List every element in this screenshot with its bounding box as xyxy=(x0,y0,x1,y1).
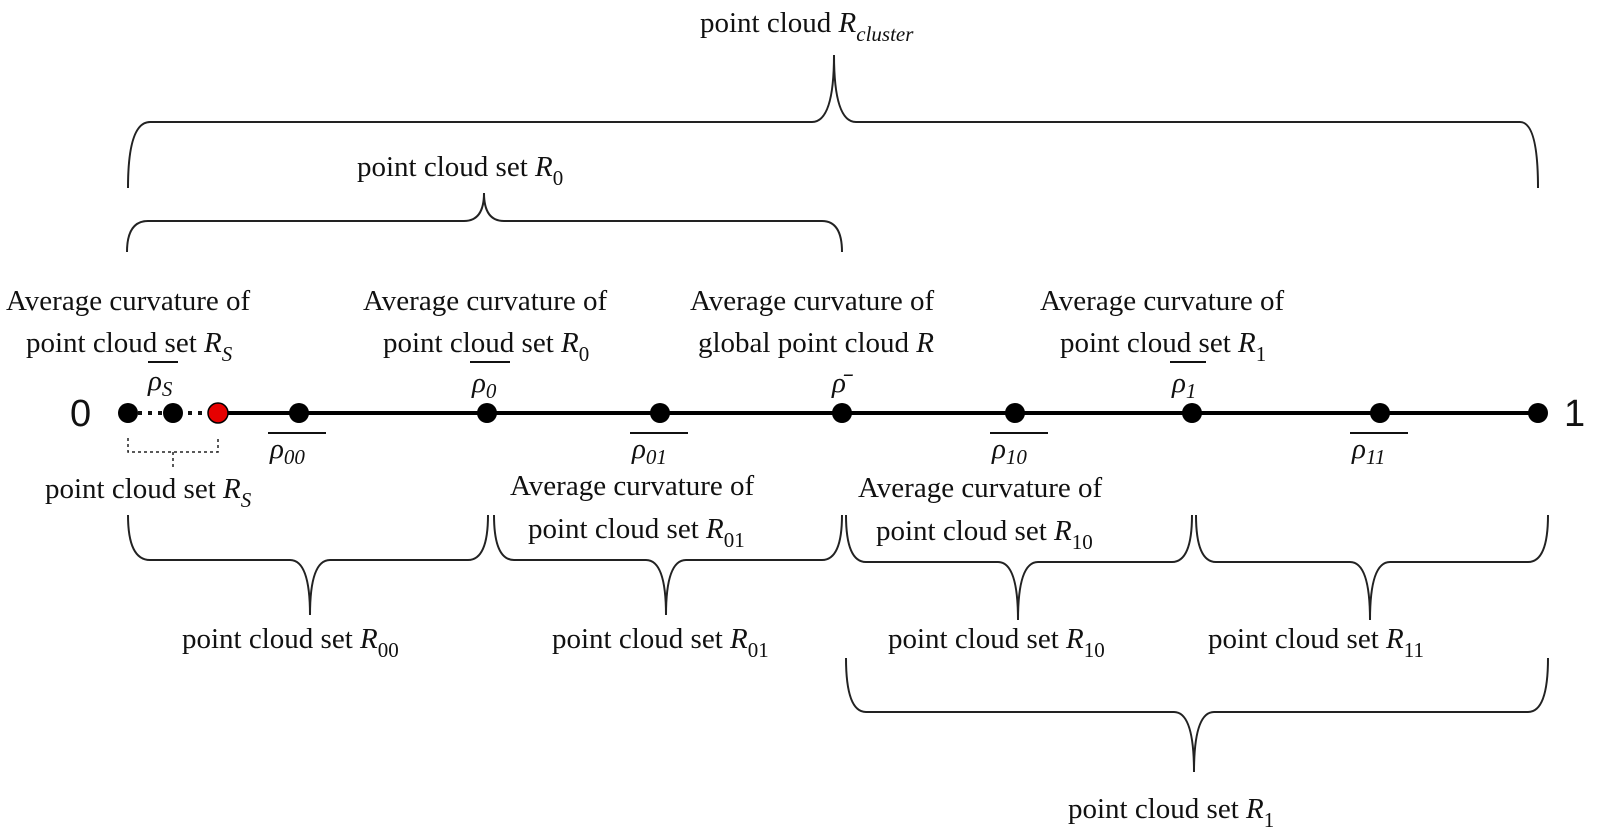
point-rho-11 xyxy=(1370,403,1390,423)
svg-text:ρ1: ρ1 xyxy=(1171,367,1196,403)
brace-cluster xyxy=(127,54,1539,189)
symbol-rho-11: ρ11 xyxy=(1350,432,1408,469)
point-rho-s xyxy=(163,403,183,423)
svg-text:ρ̄: ρ̄ xyxy=(831,367,854,399)
svg-text:ρS: ρS xyxy=(147,365,173,401)
brace-rs-label: point cloud set RS xyxy=(45,473,252,512)
axis-start-label: 0 xyxy=(70,393,91,435)
brace-r01 xyxy=(493,514,843,616)
brace-r0 xyxy=(126,192,843,253)
brace-r01-label: point cloud set R01 xyxy=(552,623,769,662)
symbol-rho-1: ρ1 xyxy=(1170,361,1206,403)
svg-text:point cloud set RS: point cloud set RS xyxy=(26,327,233,366)
svg-text:Average curvature of: Average curvature of xyxy=(1040,285,1285,317)
brace-r10 xyxy=(845,514,1193,621)
brace-rs xyxy=(127,438,219,468)
point-rho-00 xyxy=(289,403,309,423)
point-rho-bar xyxy=(832,403,852,423)
caption-avg-r10: Average curvature of point cloud set R10 xyxy=(858,472,1103,554)
symbol-rho-10: ρ10 xyxy=(990,432,1048,469)
svg-text:Average curvature of: Average curvature of xyxy=(510,470,755,502)
point-rho-0 xyxy=(477,403,497,423)
svg-text:ρ11: ρ11 xyxy=(1351,433,1385,469)
caption-avg-global: Average curvature of global point cloud … xyxy=(690,285,935,359)
point-zero xyxy=(118,403,138,423)
symbol-rho-0: ρ0 xyxy=(470,361,510,403)
caption-avg-r1: Average curvature of point cloud set R1 xyxy=(1040,285,1285,366)
brace-r0-label: point cloud set R0 xyxy=(357,151,563,190)
svg-text:Average curvature of: Average curvature of xyxy=(690,285,935,317)
point-one xyxy=(1528,403,1548,423)
symbol-rho-01: ρ01 xyxy=(630,432,688,469)
caption-avg-r0: Average curvature of point cloud set R0 xyxy=(363,285,608,366)
svg-text:point cloud set R0: point cloud set R0 xyxy=(383,327,589,366)
brace-r11-label: point cloud set R11 xyxy=(1208,623,1424,662)
point-rho-10 xyxy=(1005,403,1025,423)
brace-r00-label: point cloud set R00 xyxy=(182,623,399,662)
brace-cluster-label: point cloud Rcluster xyxy=(700,7,914,46)
svg-text:Average curvature of: Average curvature of xyxy=(363,285,608,317)
axis-end-label: 1 xyxy=(1564,393,1585,435)
brace-r1-label: point cloud set R1 xyxy=(1068,793,1274,832)
svg-text:ρ0: ρ0 xyxy=(471,367,497,403)
svg-text:ρ10: ρ10 xyxy=(991,433,1027,469)
svg-text:point cloud set R10: point cloud set R10 xyxy=(876,515,1093,554)
brace-r11 xyxy=(1195,514,1549,621)
svg-text:point cloud set R01: point cloud set R01 xyxy=(528,513,745,552)
svg-text:global point cloud R: global point cloud R xyxy=(698,327,934,359)
svg-text:Average curvature of: Average curvature of xyxy=(6,285,251,317)
brace-r10-label: point cloud set R10 xyxy=(888,623,1105,662)
point-threshold-red xyxy=(207,402,229,424)
symbol-rho-bar: ρ̄ xyxy=(831,367,854,399)
svg-text:ρ00: ρ00 xyxy=(269,433,305,469)
brace-r1 xyxy=(845,657,1549,773)
svg-text:Average curvature of: Average curvature of xyxy=(858,472,1103,504)
caption-avg-r01: Average curvature of point cloud set R01 xyxy=(510,470,755,552)
symbol-rho-s: ρS xyxy=(147,361,178,401)
point-rho-01 xyxy=(650,403,670,423)
caption-avg-rs: Average curvature of point cloud set RS xyxy=(6,285,251,366)
symbol-rho-00: ρ00 xyxy=(268,432,326,469)
brace-r00 xyxy=(127,514,489,616)
point-rho-1 xyxy=(1182,403,1202,423)
svg-text:point cloud set R1: point cloud set R1 xyxy=(1060,327,1266,366)
svg-text:ρ01: ρ01 xyxy=(631,433,667,469)
